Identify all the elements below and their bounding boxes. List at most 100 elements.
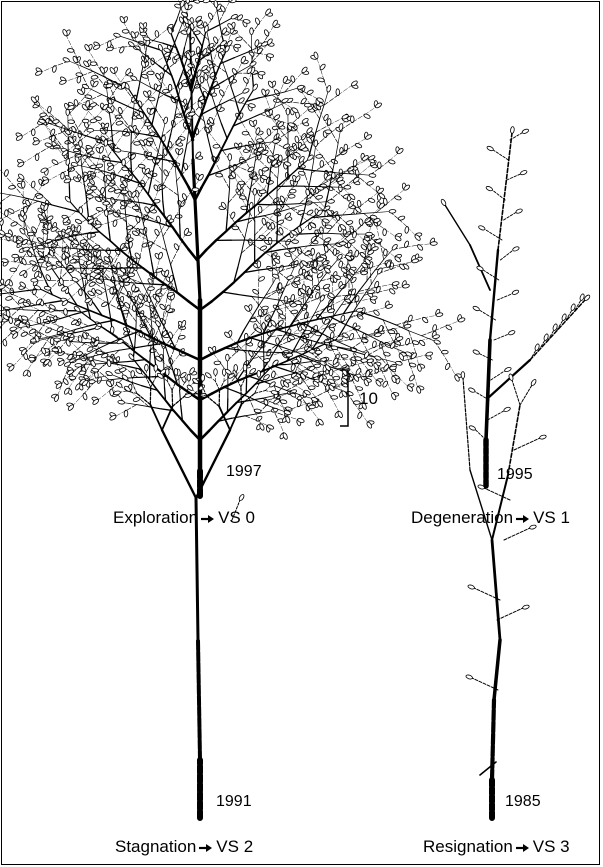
bud bbox=[324, 237, 332, 243]
branch-segment bbox=[250, 338, 264, 342]
bud bbox=[361, 339, 368, 343]
bud bbox=[261, 218, 266, 225]
bud bbox=[326, 85, 331, 93]
bud bbox=[95, 259, 103, 265]
bud bbox=[394, 195, 402, 200]
bud bbox=[82, 393, 87, 401]
branch-segment bbox=[257, 195, 267, 204]
branch-segment bbox=[253, 46, 256, 56]
branch-segment bbox=[0, 294, 2, 303]
branch-segment bbox=[234, 52, 248, 58]
year-label-resignation: 1985 bbox=[505, 793, 541, 811]
branch-segment bbox=[491, 371, 505, 380]
branch-segment bbox=[87, 110, 97, 121]
branch-segment bbox=[67, 281, 78, 287]
bud bbox=[75, 363, 82, 367]
branch-segment bbox=[244, 318, 251, 330]
branch-segment bbox=[99, 341, 112, 343]
branch-segment bbox=[361, 413, 368, 423]
bud bbox=[259, 189, 266, 194]
bud bbox=[398, 215, 406, 221]
branch-segment bbox=[246, 384, 255, 393]
bud bbox=[366, 232, 373, 236]
bud bbox=[41, 347, 47, 355]
branch-segment bbox=[520, 385, 532, 405]
branch-segment bbox=[211, 377, 216, 381]
branch-segment bbox=[336, 143, 338, 156]
stage-name-exploration: Exploration bbox=[113, 508, 198, 527]
branch-segment bbox=[449, 364, 456, 376]
bud bbox=[47, 106, 51, 113]
branch-segment bbox=[111, 126, 112, 139]
bud bbox=[369, 173, 376, 177]
bud bbox=[96, 207, 103, 212]
bud bbox=[271, 371, 276, 378]
bud bbox=[31, 278, 38, 282]
bud bbox=[290, 364, 295, 372]
bud bbox=[154, 364, 158, 371]
bud bbox=[433, 339, 441, 345]
bud bbox=[284, 296, 288, 303]
bud bbox=[28, 357, 35, 361]
bud bbox=[86, 274, 90, 281]
branch-segment bbox=[277, 178, 278, 191]
bud bbox=[273, 398, 281, 405]
bud bbox=[262, 323, 266, 330]
bud bbox=[76, 225, 81, 233]
bud bbox=[10, 221, 18, 227]
branch-segment bbox=[245, 224, 248, 239]
bud bbox=[377, 162, 381, 169]
branch-segment bbox=[207, 135, 210, 149]
bud bbox=[294, 136, 299, 143]
branch-segment bbox=[102, 320, 115, 323]
branch-segment bbox=[370, 315, 383, 320]
bud bbox=[115, 115, 122, 119]
branch-segment bbox=[138, 235, 152, 243]
branch-segment bbox=[247, 114, 260, 120]
bud bbox=[132, 206, 139, 210]
bud bbox=[476, 265, 484, 271]
branch-segment bbox=[0, 310, 6, 313]
branch-segment bbox=[173, 396, 185, 406]
branch-segment bbox=[285, 204, 298, 213]
branch-segment bbox=[161, 361, 170, 368]
branch-segment bbox=[303, 320, 316, 323]
bud bbox=[465, 674, 473, 680]
branch-segment bbox=[15, 291, 28, 293]
branch-segment bbox=[236, 165, 249, 171]
bud bbox=[63, 308, 67, 315]
bud bbox=[404, 226, 409, 233]
branch-segment bbox=[258, 280, 259, 293]
branch-segment bbox=[219, 12, 224, 22]
branch-segment bbox=[180, 238, 188, 249]
branch-segment bbox=[301, 233, 314, 234]
bud bbox=[131, 191, 137, 199]
bud bbox=[329, 323, 337, 329]
branch-segment bbox=[294, 72, 303, 82]
branch-segment bbox=[182, 160, 184, 175]
branch-segment bbox=[131, 159, 132, 173]
bud bbox=[5, 210, 9, 217]
bud bbox=[468, 387, 476, 393]
bud bbox=[21, 258, 27, 266]
bud bbox=[131, 371, 135, 378]
tree-stagnation-1991 bbox=[113, 364, 278, 818]
bud bbox=[306, 89, 314, 95]
branch-segment bbox=[212, 10, 218, 19]
bud bbox=[346, 220, 354, 225]
bud bbox=[355, 143, 363, 149]
branch-segment bbox=[172, 354, 180, 364]
bud bbox=[363, 113, 371, 119]
bud bbox=[331, 395, 338, 399]
branch-segment bbox=[139, 73, 142, 87]
branch-segment bbox=[69, 248, 82, 249]
branch-segment bbox=[374, 307, 386, 311]
branch-segment bbox=[382, 359, 396, 363]
branch-segment bbox=[167, 251, 171, 265]
bud bbox=[250, 28, 254, 35]
branch-segment bbox=[27, 311, 37, 322]
bud bbox=[32, 140, 40, 146]
branch-segment bbox=[6, 176, 16, 187]
bud bbox=[314, 331, 321, 336]
bud bbox=[278, 264, 284, 272]
